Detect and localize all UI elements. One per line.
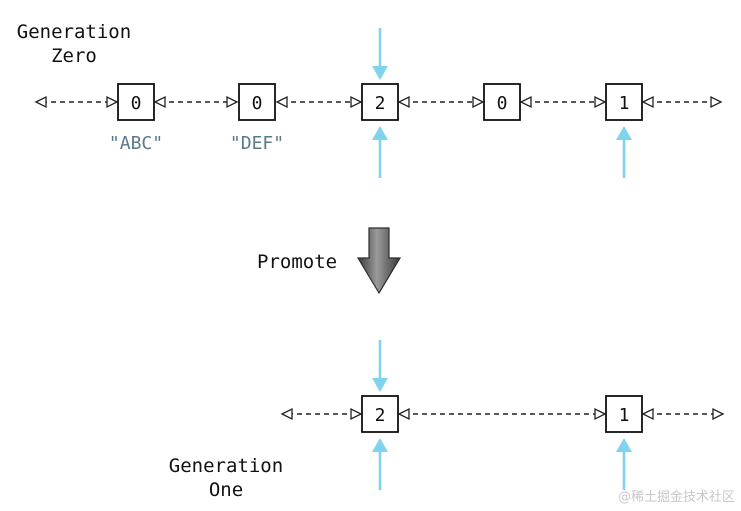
link-node1-node2 bbox=[153, 95, 239, 109]
gen0-node-5: 1 bbox=[605, 83, 643, 121]
gen0-node-1: 0 bbox=[117, 83, 155, 121]
link-right-end bbox=[641, 95, 723, 109]
gen0-node-5-reference-arrow bbox=[616, 126, 632, 178]
gen1-node-1-value: 2 bbox=[375, 405, 386, 426]
gen0-node-4-value: 0 bbox=[497, 93, 508, 114]
gen0-node-4: 0 bbox=[483, 83, 521, 121]
watermark: @稀土掘金技术社区 bbox=[617, 490, 735, 505]
link-left-end bbox=[34, 95, 119, 109]
promote-arrow-icon bbox=[356, 227, 402, 295]
promote-label: Promote bbox=[257, 251, 337, 273]
gen0-node-2-annotation: "DEF" bbox=[230, 133, 284, 154]
generation-zero-label-line2: Zero bbox=[51, 45, 97, 67]
generation-one-row: 2 1 bbox=[280, 340, 725, 490]
gen1-node-2-reference-arrow bbox=[616, 438, 632, 490]
gen0-node-3-value: 2 bbox=[375, 93, 386, 114]
generation-zero-label-line1: Generation bbox=[16, 21, 132, 43]
gen0-node-1-annotation: "ABC" bbox=[109, 133, 163, 154]
link-node4-node5 bbox=[519, 95, 607, 109]
gen0-node-5-value: 1 bbox=[619, 93, 630, 114]
generation-zero-label: Generation Zero bbox=[6, 20, 142, 68]
gen0-node-2: 0 bbox=[238, 83, 276, 121]
gen1-link-node1-node2 bbox=[397, 407, 607, 421]
gen1-link-right-end bbox=[641, 407, 725, 421]
gen1-link-left-end bbox=[280, 407, 363, 421]
gen0-node-3-reference-arrows bbox=[372, 28, 388, 178]
gen0-node-1-value: 0 bbox=[131, 93, 142, 114]
link-node3-node4 bbox=[397, 95, 485, 109]
link-node2-node3 bbox=[275, 95, 363, 109]
gen1-node-2-value: 1 bbox=[619, 405, 630, 426]
generation-one-label-line2: One bbox=[208, 479, 244, 501]
gen1-node-1: 2 bbox=[361, 395, 399, 433]
gen0-node-2-value: 0 bbox=[252, 93, 263, 114]
gen1-node-1-reference-arrows bbox=[372, 340, 388, 490]
generation-zero-row: 0 0 2 0 1 "ABC" "DEF" bbox=[34, 28, 723, 178]
generation-one-label-line1: Generation bbox=[168, 455, 284, 477]
gen1-node-2: 1 bbox=[605, 395, 643, 433]
generation-one-label: Generation One bbox=[158, 454, 294, 502]
gen0-node-3: 2 bbox=[361, 83, 399, 121]
